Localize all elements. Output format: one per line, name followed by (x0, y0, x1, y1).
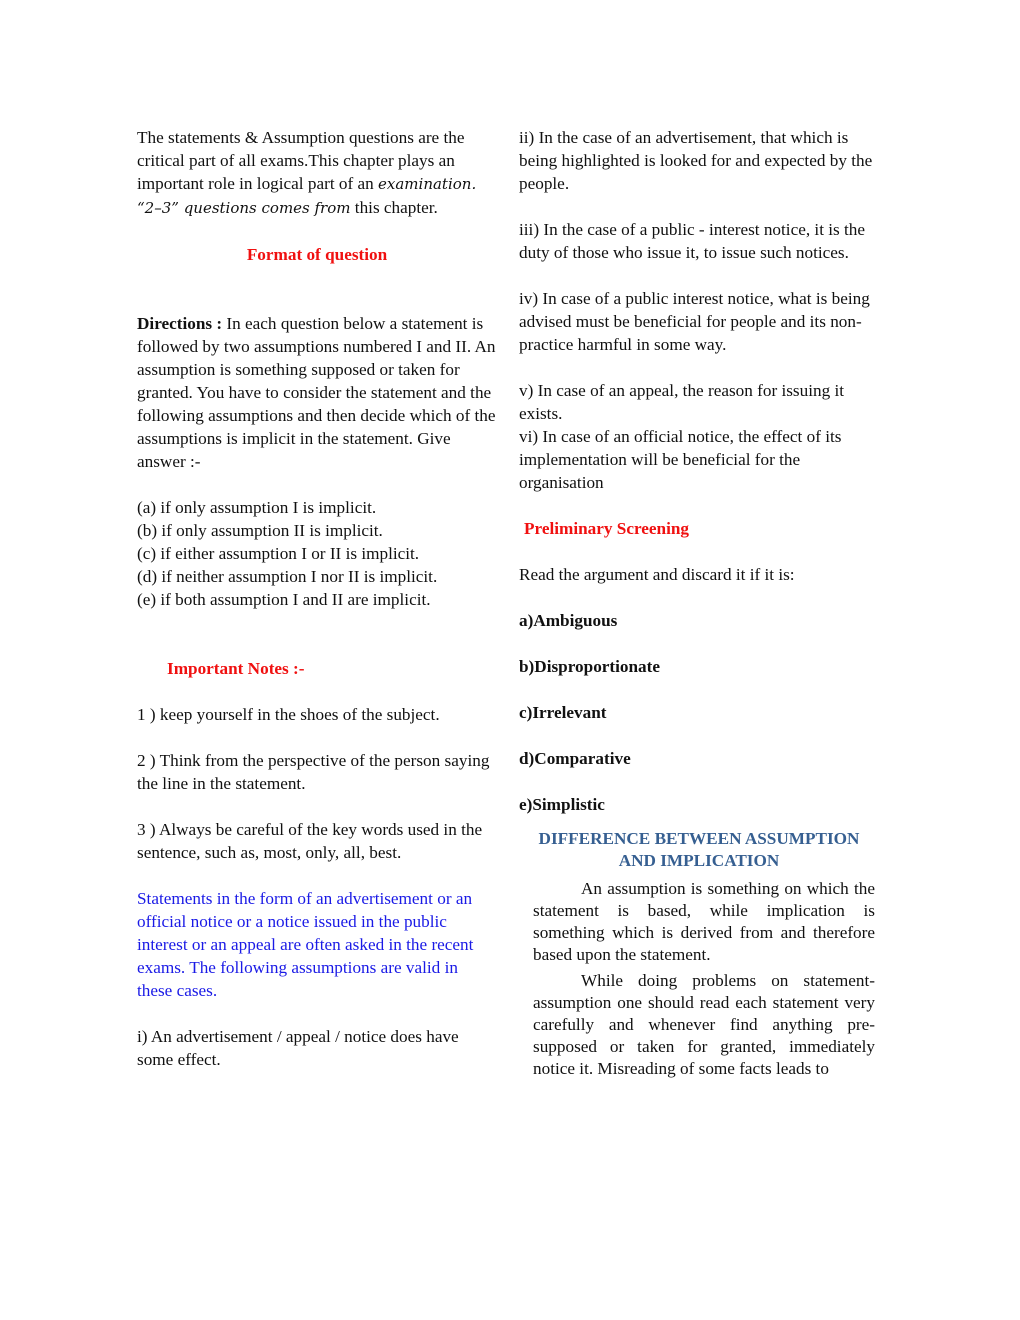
notes-heading: Important Notes :- (167, 659, 305, 678)
answer-option: (e) if both assumption I and II are impl… (137, 590, 431, 609)
format-heading: Format of question (246, 245, 388, 264)
note-item: 3 ) Always be careful of the key words u… (137, 820, 483, 862)
directions-label: Directions : (137, 314, 223, 333)
screening-item: e)Simplistic (519, 795, 605, 814)
answer-option: (a) if only assumption I is implicit. (137, 498, 377, 517)
directions-paragraph: Directions : In each question below a st… (137, 312, 497, 473)
blue-paragraph: Statements in the form of an advertiseme… (137, 889, 474, 1000)
assumption-point-vi: vi) In case of an official notice, the e… (519, 427, 842, 492)
assumption-point-v: v) In case of an appeal, the reason for … (519, 381, 845, 423)
difference-heading: DIFFERENCE BETWEEN ASSUMPTION AND IMPLIC… (538, 829, 860, 870)
note-item: 2 ) Think from the perspective of the pe… (137, 751, 490, 793)
directions-text: In each question below a statement is fo… (137, 314, 496, 471)
difference-paragraph-1: An assumption is something on which the … (533, 879, 875, 964)
screening-item: d)Comparative (519, 749, 631, 768)
screening-intro: Read the argument and discard it if it i… (519, 565, 795, 584)
screening-item: c)Irrelevant (519, 703, 607, 722)
intro-italic-text: examination. “2–3” questions comes from (137, 175, 477, 217)
assumption-point-ii: ii) In the case of an advertisement, tha… (519, 128, 873, 193)
answer-option: (b) if only assumption II is implicit. (137, 521, 383, 540)
answer-option: (d) if neither assumption I nor II is im… (137, 567, 438, 586)
screening-heading: Preliminary Screening (524, 519, 690, 538)
note-item: 1 ) keep yourself in the shoes of the su… (137, 705, 440, 724)
screening-item: a)Ambiguous (519, 611, 618, 630)
intro-paragraph: The statements & Assumption questions ar… (137, 126, 497, 220)
intro-text: The statements & Assumption questions ar… (137, 128, 465, 193)
intro-end-text: this chapter. (354, 198, 438, 217)
difference-paragraph-2: While doing problems on statement- assum… (533, 971, 875, 1078)
left-column: The statements & Assumption questions ar… (137, 126, 497, 1071)
right-column: ii) In the case of an advertisement, tha… (519, 126, 879, 1080)
assumption-point-i: i) An advertisement / appeal / notice do… (137, 1027, 459, 1069)
assumption-point-iv: iv) In case of a public interest notice,… (519, 289, 870, 354)
screening-item: b)Disproportionate (519, 657, 661, 676)
answer-option: (c) if either assumption I or II is impl… (137, 544, 420, 563)
assumption-point-iii: iii) In the case of a public - interest … (519, 220, 866, 262)
